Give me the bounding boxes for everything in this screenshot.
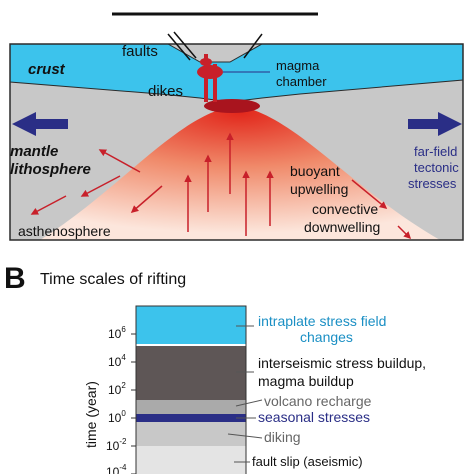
connector-line xyxy=(235,399,263,407)
magma-sill xyxy=(204,99,260,113)
asthenosphere-label: asthenosphere xyxy=(18,223,111,239)
convective-label-1: convective xyxy=(312,201,378,217)
process-intraplate-1: intraplate stress field xyxy=(258,313,386,329)
process-interseismic-2: magma buildup xyxy=(258,373,354,389)
faults-label: faults xyxy=(122,43,158,60)
tick-label-1e2: 102 xyxy=(108,381,126,397)
dikes-label: dikes xyxy=(148,83,183,100)
fault-left-1 xyxy=(167,33,191,61)
fault-left-2 xyxy=(173,31,197,59)
tick-label-1e-4: 10-4 xyxy=(106,463,127,474)
upwelling-dome xyxy=(40,106,440,240)
y-axis-label: time (year) xyxy=(83,381,99,448)
panel-b-title: Time scales of rifting xyxy=(40,271,186,288)
tick-label-1e-2: 10-2 xyxy=(106,437,127,453)
magma-chamber-label-1: magma xyxy=(276,58,320,73)
panel-a-frame xyxy=(9,43,464,241)
farfield-label-1: far-field xyxy=(414,144,457,159)
band-seasonal xyxy=(136,414,246,422)
band-interseismic xyxy=(136,346,246,400)
stress-arrow-right xyxy=(408,112,462,136)
magma-chamber-label-2: chamber xyxy=(276,74,327,89)
process-volcano-recharge: volcano recharge xyxy=(264,393,372,409)
magma-chamber-upper xyxy=(200,58,212,66)
band-intraplate xyxy=(136,306,246,344)
band-fault-slip xyxy=(136,446,246,474)
flow-arrows xyxy=(30,132,412,240)
convective-label-2: downwelling xyxy=(304,219,380,235)
flow-arrow xyxy=(80,175,121,197)
connectors xyxy=(227,325,263,463)
buoyant-label-1: buoyant xyxy=(290,163,340,179)
y-ticks xyxy=(131,333,136,474)
flow-arrow xyxy=(98,149,141,173)
band-volcano-recharge xyxy=(136,400,246,414)
flow-arrow xyxy=(351,179,388,209)
buoyant-label-2: upwelling xyxy=(290,181,348,197)
mantle-label-2: lithosphere xyxy=(10,161,91,178)
dike-2 xyxy=(213,64,217,102)
process-diking: diking xyxy=(264,429,301,445)
connector-line xyxy=(227,433,263,439)
tick-label-1e0: 100 xyxy=(108,409,126,425)
process-interseismic-1: interseismic stress buildup, xyxy=(258,355,426,371)
flow-arrow xyxy=(130,185,163,213)
process-seasonal: seasonal stresses xyxy=(258,409,370,425)
stress-arrow-left xyxy=(12,112,68,136)
magma-chamber xyxy=(197,65,223,79)
process-intraplate-2: changes xyxy=(300,329,353,345)
tick-label-1e4: 104 xyxy=(108,353,126,369)
tick-label-1e6: 106 xyxy=(108,325,126,341)
column-frame xyxy=(135,305,247,474)
flow-arrow xyxy=(397,225,412,240)
crust-label: crust xyxy=(28,61,66,78)
process-fault-slip: fault slip (aseismic) xyxy=(252,454,363,469)
fault-right xyxy=(243,33,263,59)
panel-b-letter: B xyxy=(4,262,26,295)
band-diking xyxy=(136,422,246,446)
flow-arrow xyxy=(30,195,67,215)
farfield-label-3: stresses xyxy=(408,176,457,191)
farfield-label-2: tectonic xyxy=(414,160,459,175)
mantle-label-1: mantle xyxy=(10,143,58,160)
